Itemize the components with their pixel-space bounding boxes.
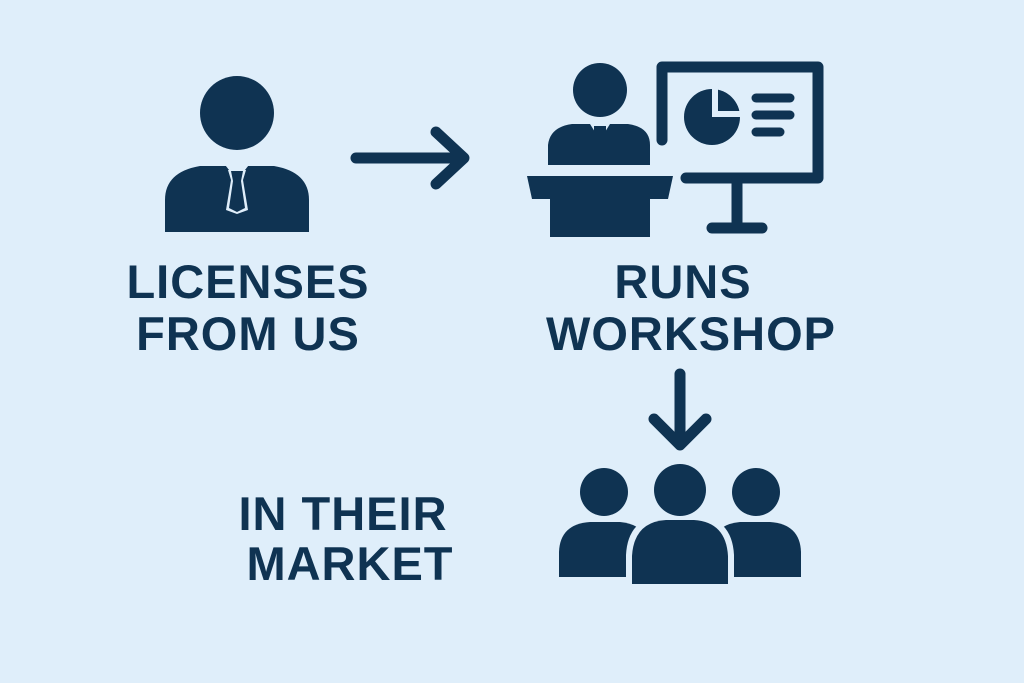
presenter-icon: [527, 61, 824, 237]
businessman-icon: [165, 76, 309, 232]
arrow-down-icon: [648, 368, 712, 451]
audience-group-icon: [559, 459, 801, 590]
arrow-right-icon: [350, 126, 470, 190]
step1-label-line2: FROM US: [136, 307, 360, 360]
step2-label-line1: RUNS: [614, 255, 751, 308]
step3-label-line1: IN THEIR: [238, 487, 447, 540]
step3-label-line2: MARKET: [246, 537, 453, 590]
step2-label-line2: WORKSHOP: [546, 307, 836, 360]
step1-label-line1: LICENSES: [126, 255, 369, 308]
